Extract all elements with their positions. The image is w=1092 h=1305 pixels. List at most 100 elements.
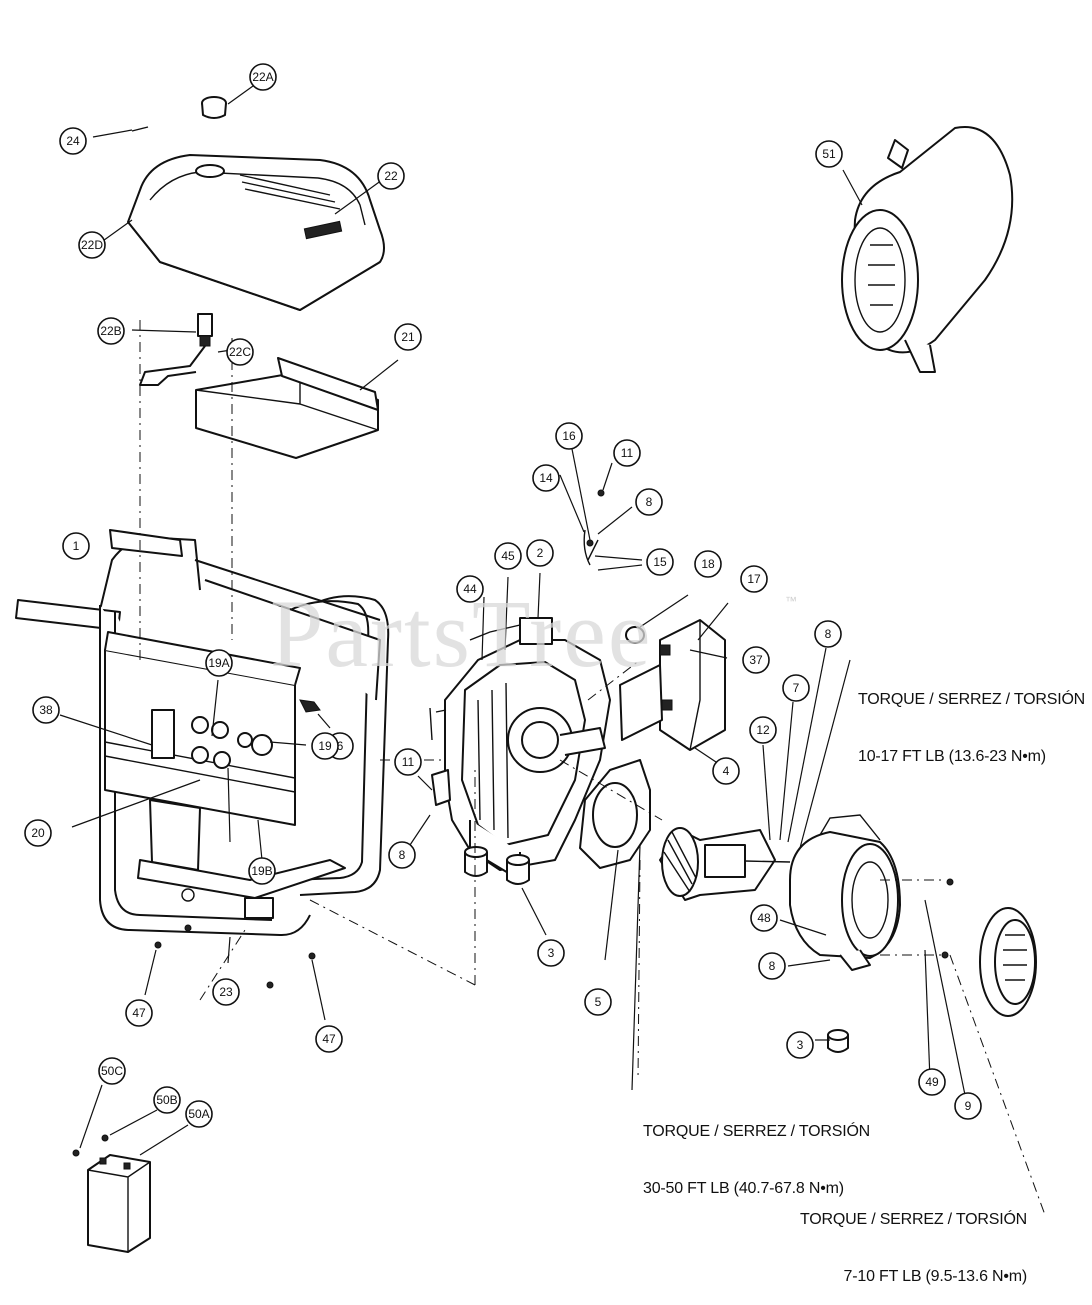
svg-text:15: 15 (653, 555, 667, 569)
callout-11-top: 11 (613, 439, 641, 467)
torque-note-3: TORQUE / SERREZ / TORSIÓN 7-10 FT LB (9.… (800, 1172, 1027, 1305)
callout-19b: 19B (248, 857, 276, 885)
callout-12: 12 (749, 716, 777, 744)
callout-22d: 22D (78, 231, 106, 259)
svg-text:3: 3 (548, 946, 555, 960)
callout-14: 14 (532, 464, 560, 492)
watermark-trademark: ™ (785, 594, 797, 608)
svg-text:12: 12 (756, 723, 770, 737)
callout-8-right: 8 (814, 620, 842, 648)
svg-text:23: 23 (219, 985, 233, 999)
callout-45: 45 (494, 542, 522, 570)
fuel-cap-part (201, 85, 254, 119)
callout-38: 38 (32, 696, 60, 724)
svg-text:47: 47 (132, 1006, 146, 1020)
callout-9: 9 (954, 1092, 982, 1120)
svg-text:8: 8 (399, 848, 406, 862)
fuel-tank-part (99, 154, 385, 311)
svg-text:50C: 50C (101, 1064, 123, 1078)
callout-17: 17 (740, 565, 768, 593)
svg-text:8: 8 (646, 495, 653, 509)
watermark-text: PartsTree (270, 580, 653, 687)
torque-note-2-line2: 30-50 FT LB (40.7-67.8 N•m) (643, 1180, 844, 1197)
adapter-plate-part (579, 759, 651, 1091)
svg-text:1: 1 (73, 539, 80, 553)
svg-text:11: 11 (621, 446, 634, 460)
svg-text:22D: 22D (81, 238, 103, 252)
svg-text:9: 9 (965, 1099, 972, 1113)
svg-text:21: 21 (401, 330, 415, 344)
battery-part (72, 1084, 189, 1253)
callout-1: 1 (62, 532, 90, 560)
callout-7: 7 (782, 674, 810, 702)
svg-text:6: 6 (337, 739, 344, 753)
torque-note-3-line2: 7-10 FT LB (9.5-13.6 N•m) (843, 1268, 1028, 1285)
rotor-part (659, 647, 851, 901)
control-panel-part (59, 631, 346, 919)
callout-47-right: 47 (315, 1025, 343, 1053)
torque-note-2-line1: TORQUE / SERREZ / TORSIÓN (643, 1123, 871, 1140)
svg-text:3: 3 (797, 1038, 804, 1052)
end-cover-part (979, 907, 1037, 1017)
callout-8-mid: 8 (388, 841, 416, 869)
callout-5: 5 (584, 988, 612, 1016)
alternator-assembly-part (841, 126, 1014, 373)
svg-text:16: 16 (562, 429, 576, 443)
callout-24: 24 (59, 127, 87, 155)
svg-text:45: 45 (501, 549, 515, 563)
plug-part-6 (299, 699, 331, 729)
stator-part (779, 814, 966, 1096)
svg-text:4: 4 (723, 764, 730, 778)
wire-harness-part (559, 448, 643, 571)
svg-text:24: 24 (66, 134, 80, 148)
callout-49: 49 (918, 1068, 946, 1096)
callout-8-lower: 8 (758, 952, 786, 980)
engine-part (444, 572, 611, 881)
callout-37: 37 (742, 646, 770, 674)
torque-note-1-line1: TORQUE / SERREZ / TORSIÓN (858, 691, 1086, 708)
fuel-valve-part (131, 313, 239, 386)
callout-19a: 19A (205, 649, 233, 677)
svg-text:19A: 19A (208, 656, 229, 670)
svg-text:2: 2 (537, 546, 544, 560)
callout-47-left: 47 (125, 999, 153, 1027)
svg-text:14: 14 (539, 471, 553, 485)
muffler-part (619, 594, 729, 763)
callout-22b: 22B (97, 317, 125, 345)
svg-text:11: 11 (402, 755, 415, 769)
callout-22a: 22A (249, 63, 277, 91)
frame-hardware (144, 924, 326, 1021)
callout-11-mid: 11 (394, 748, 422, 776)
callout-22c: 22C (226, 338, 254, 366)
svg-text:50A: 50A (188, 1107, 209, 1121)
engine-mount-part (464, 846, 547, 936)
callout-51: 51 (815, 140, 843, 168)
svg-text:8: 8 (769, 959, 776, 973)
svg-text:22: 22 (384, 169, 398, 183)
screw-part-24 (92, 126, 149, 138)
torque-note-1: TORQUE / SERREZ / TORSIÓN 10-17 FT LB (1… (858, 652, 1085, 785)
callout-3-right: 3 (786, 1031, 814, 1059)
callout-50c: 50C (98, 1057, 126, 1085)
torque-note-3-line1: TORQUE / SERREZ / TORSIÓN (800, 1211, 1028, 1228)
callout-15: 15 (646, 548, 674, 576)
svg-text:8: 8 (825, 627, 832, 641)
callout-4: 4 (712, 757, 740, 785)
svg-text:44: 44 (463, 582, 477, 596)
svg-text:20: 20 (31, 826, 45, 840)
svg-text:50B: 50B (156, 1093, 177, 1107)
svg-text:19: 19 (318, 739, 332, 753)
callout-2: 2 (526, 539, 554, 567)
svg-text:22A: 22A (252, 70, 273, 84)
svg-text:19B: 19B (251, 864, 272, 878)
assembly-centerlines (139, 320, 1046, 1216)
svg-text:7: 7 (793, 681, 800, 695)
callout-50a: 50A (185, 1100, 213, 1128)
callout-20: 20 (24, 819, 52, 847)
callout-50b: 50B (153, 1086, 181, 1114)
callout-3-left: 3 (537, 939, 565, 967)
callout-18: 18 (694, 550, 722, 578)
svg-text:17: 17 (747, 572, 761, 586)
svg-text:5: 5 (595, 995, 602, 1009)
